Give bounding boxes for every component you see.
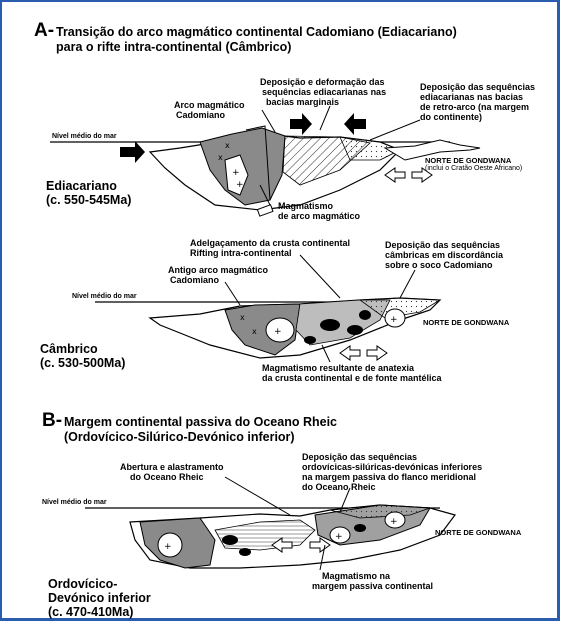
p2-old-arc-line1: Antigo arco magmático [168, 265, 268, 275]
section-b-title-line2: (Ordovícico-Silúrico-Devónico inferior) [64, 430, 295, 444]
p3-deposition-line3: na margem passiva do flanco meridional [302, 472, 476, 482]
svg-text:+: + [164, 542, 172, 552]
p2-cambrian-dep-line1: Deposição das sequências [385, 240, 500, 250]
p2-rifting-label: Rifting intra-continental [190, 248, 292, 258]
p3-magmatism-line1: Magmatismo na [322, 571, 390, 581]
p3-age-line1: Ordovícico- [48, 577, 117, 591]
p2-sea-level-label: Nível médio do mar [72, 293, 137, 301]
p2-age-line2: (c. 530-500Ma) [40, 356, 125, 370]
svg-text:x: x [240, 313, 245, 322]
p1-backarc-line3: de retro-arco (na margem [420, 102, 529, 112]
p1-arc-label-line2: Cadomiano [176, 110, 225, 120]
svg-text:+: + [274, 327, 282, 337]
p1-backarc-line1: Deposição das sequências [420, 82, 535, 92]
p2-gondwana-label: NORTE DE GONDWANA [423, 318, 509, 328]
p3-magmatism-line2: margem passiva continental [312, 581, 433, 591]
p1-magmatism-line1: Magmatismo [278, 201, 333, 211]
p1-age-line1: Ediacariano [46, 179, 117, 193]
p3-gondwana-label: NORTE DE GONDWANA [435, 528, 521, 538]
p2-magmatism-line1: Magmatismo resultante de anatexia [262, 363, 414, 373]
p1-arc-label-line1: Arco magmático [174, 100, 245, 110]
p2-age-line1: Câmbrico [40, 342, 98, 356]
p3-deposition-line4: do Oceano Rheic [302, 482, 376, 492]
p3-opening-line2: do Oceano Rheic [130, 472, 204, 482]
p2-old-arc-line2: Cadomiano [170, 275, 219, 285]
svg-text:+: + [390, 517, 398, 527]
p1-deposition-line2: sequências ediacarianas nas [262, 87, 386, 97]
p1-deposition-line1: Deposição e deformação das [260, 77, 385, 87]
panel3-cross-section: + + + [85, 477, 455, 570]
section-b-title-line1: Margem continental passiva do Oceano Rhe… [64, 415, 337, 429]
p2-magmatism-line2: da crusta continental e de fonte mantéli… [262, 373, 442, 383]
p2-cambrian-dep-line3: sobre o soco Cadomiano [385, 260, 493, 270]
p3-sea-level-label: Nível médio do mar [42, 499, 107, 507]
svg-text:x: x [218, 153, 223, 162]
p1-backarc-line4: do continente) [420, 112, 482, 122]
p3-deposition-line1: Deposição das sequências [302, 452, 417, 462]
p1-gondwana-note: (inclui o Cratão Oeste Africano) [425, 165, 522, 173]
svg-text:+: + [390, 315, 398, 325]
svg-text:+: + [236, 180, 244, 190]
svg-text:x: x [225, 141, 230, 150]
section-b-letter: B- [42, 410, 62, 432]
svg-text:+: + [335, 532, 343, 542]
p3-opening-line1: Abertura e alastramento [120, 462, 224, 472]
p2-cambrian-dep-line2: câmbricas em discordância [385, 250, 503, 260]
p2-thinning-label: Adelgaçamento da crusta continental [190, 238, 350, 248]
p3-age-line3: (c. 470-410Ma) [48, 605, 133, 619]
p1-backarc-line2: ediacarianas nas bacias [420, 92, 523, 102]
svg-text:x: x [252, 327, 257, 336]
p1-deposition-line3: bacias marginais [266, 97, 339, 107]
p1-magmatism-line2: de arco magmático [278, 211, 360, 221]
p3-age-line2: Devónico inferior [48, 591, 151, 605]
p3-deposition-line2: ordovícicas-silúricas-devónicas inferior… [302, 462, 482, 472]
p1-age-line2: (c. 550-545Ma) [46, 193, 131, 207]
svg-text:+: + [232, 168, 240, 178]
p1-sea-level-label: Nível médio do mar [52, 133, 117, 141]
